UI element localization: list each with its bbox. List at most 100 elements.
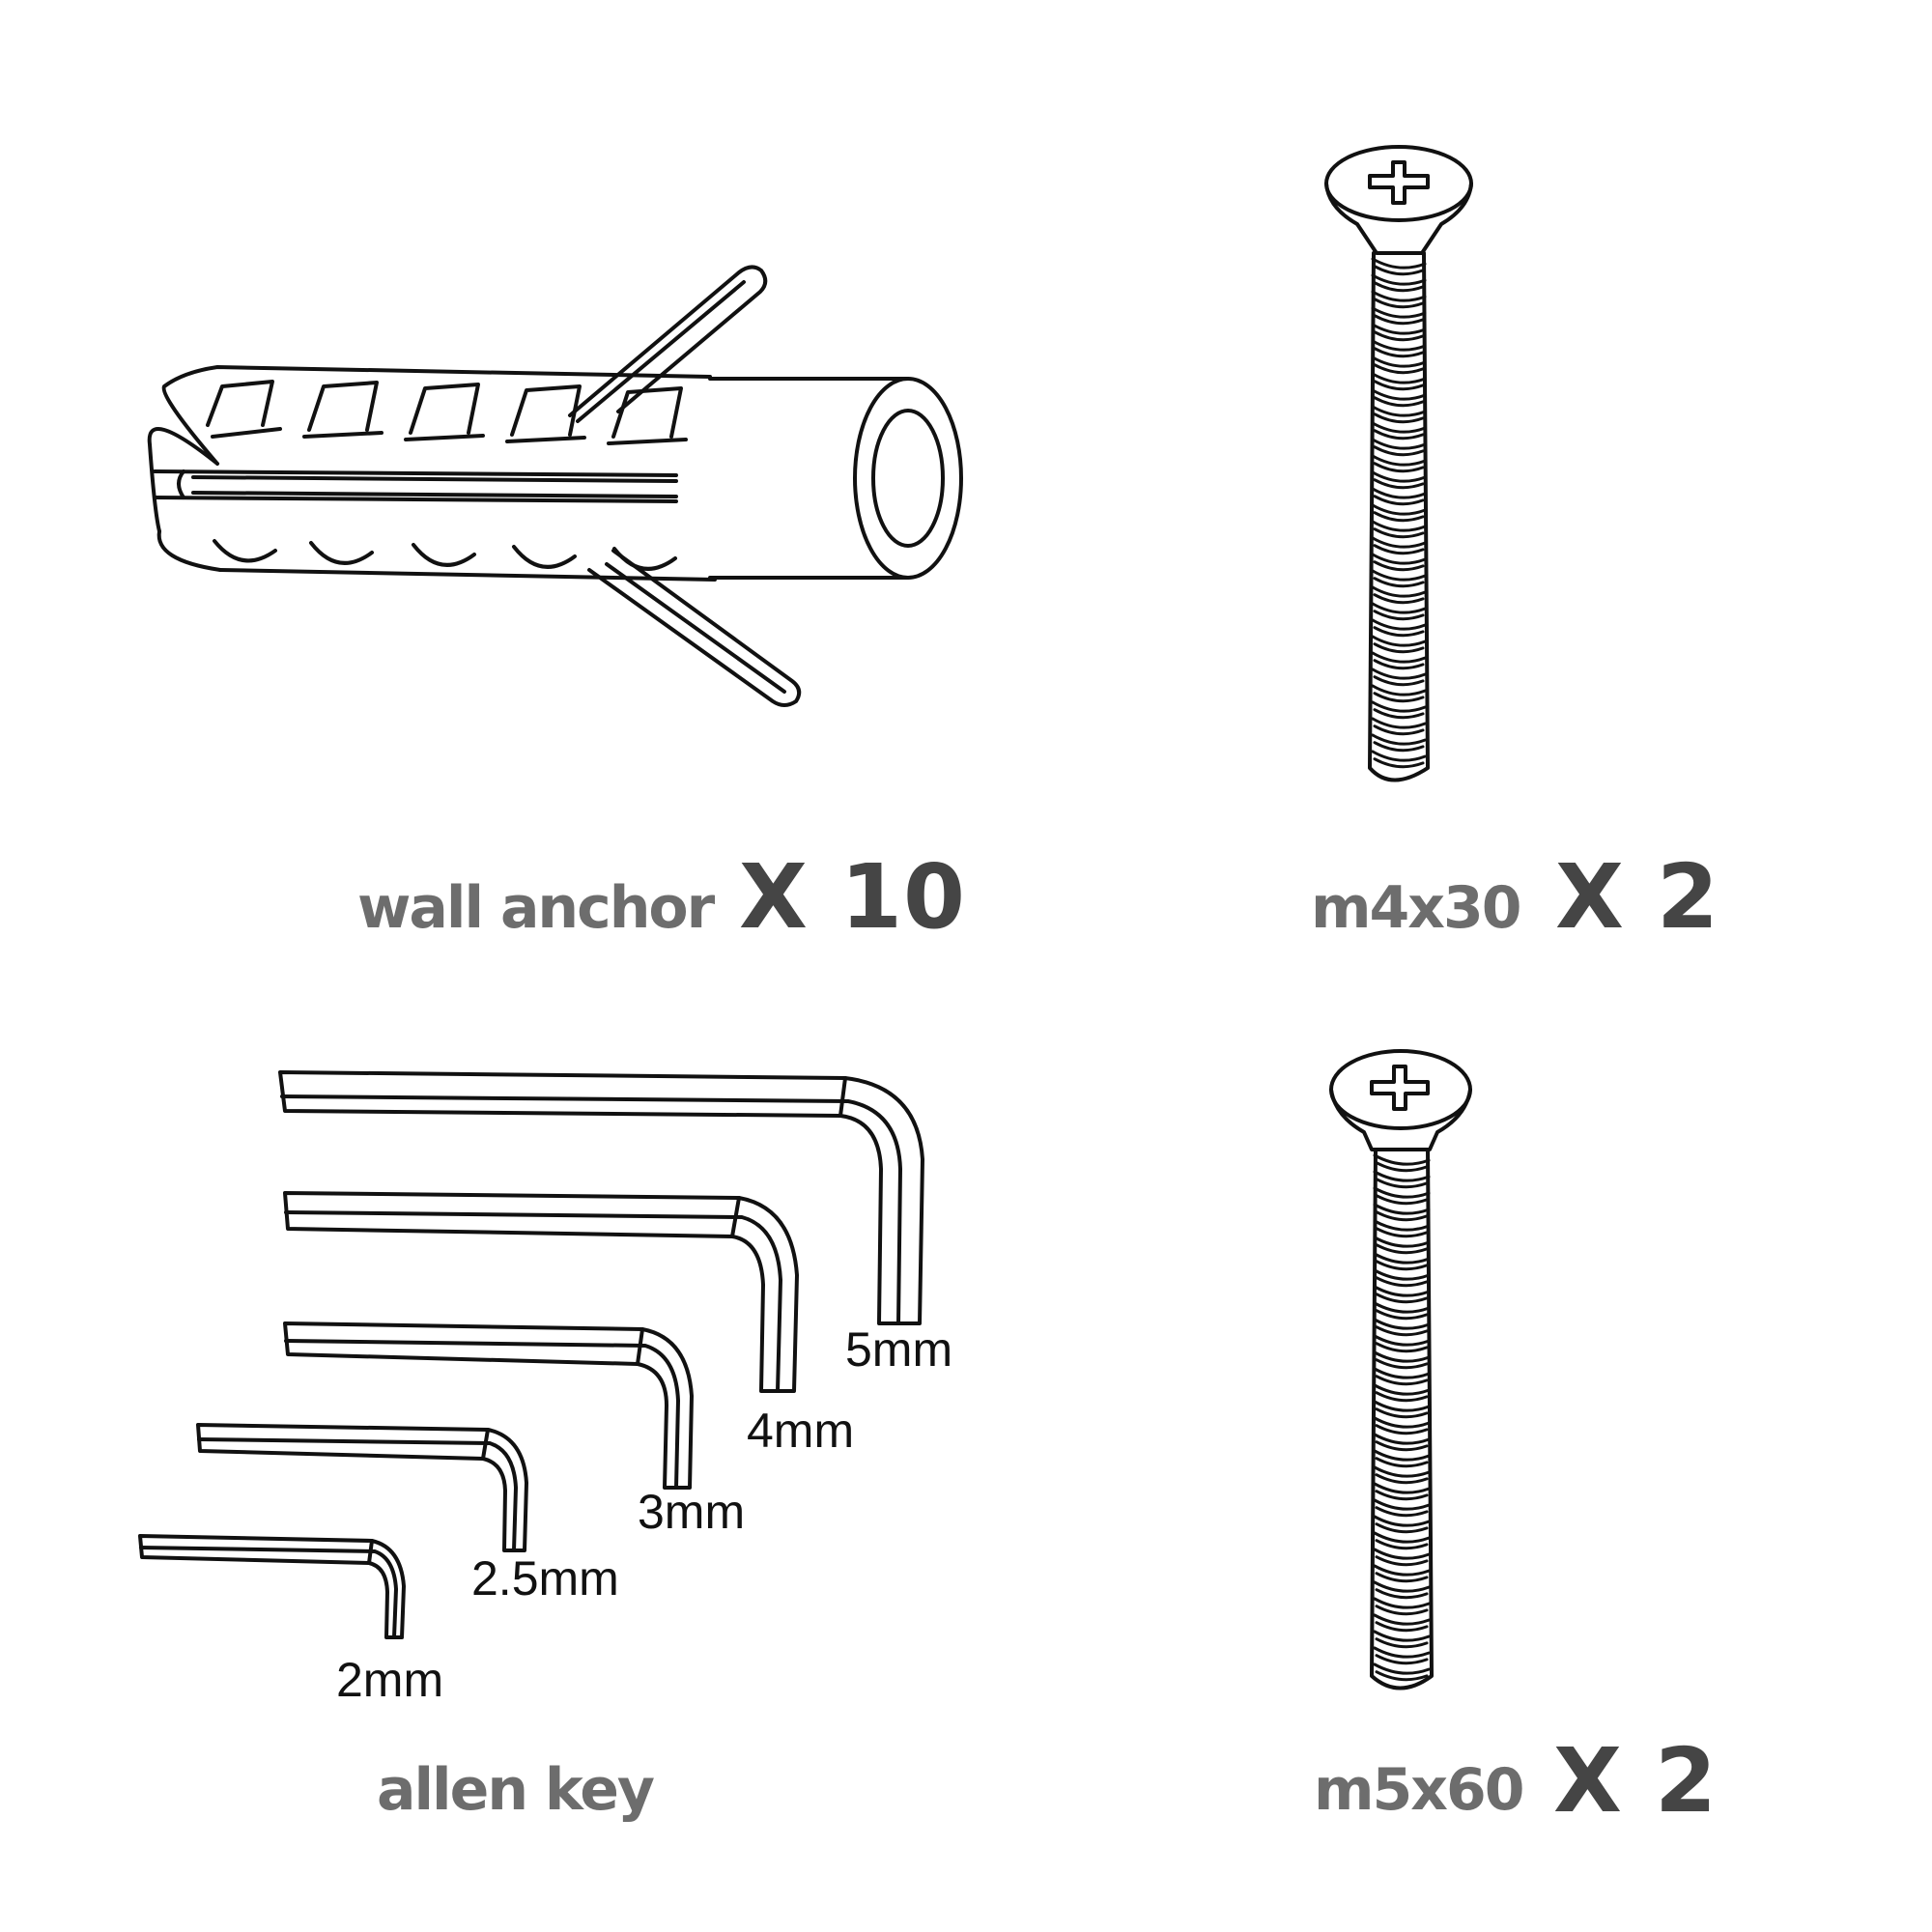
screw-thread (1371, 355, 1427, 368)
screw-m5x60-quantity: X 2 (1553, 1729, 1718, 1833)
screw-thread (1373, 363, 1425, 375)
wall-anchor-icon (147, 265, 963, 707)
screw-thread (1375, 1605, 1429, 1616)
screw-thread (1375, 1178, 1429, 1189)
screw-thread (1375, 1375, 1429, 1386)
screw-thread (1373, 544, 1425, 555)
screw-thread (1373, 1630, 1431, 1642)
screw-thread (1373, 724, 1425, 736)
allen-key-4mm-icon (283, 1191, 799, 1393)
screw-thread (1375, 1670, 1429, 1682)
screw-thread (1375, 1243, 1429, 1255)
screw-thread (1373, 330, 1425, 342)
screw-thread (1371, 306, 1427, 319)
screw-thread (1373, 1285, 1431, 1297)
allen-key-size-5mm: 5mm (845, 1322, 953, 1377)
screw-thread (1371, 700, 1427, 713)
screw-thread (1373, 626, 1425, 638)
screw-m5x60-icon (1329, 1049, 1472, 1690)
screw-thread (1373, 1416, 1431, 1429)
screw-thread (1373, 265, 1425, 276)
screw-thread (1375, 1309, 1429, 1321)
screw-m5x60-label: m5x60 (1314, 1756, 1524, 1824)
screw-thread (1373, 1252, 1431, 1264)
screw-thread (1373, 577, 1425, 588)
screw-thread (1373, 1383, 1431, 1396)
screw-thread (1373, 396, 1425, 408)
screw-thread (1371, 684, 1427, 696)
allen-key-2mm-icon (138, 1534, 406, 1639)
screw-thread (1371, 553, 1427, 565)
screw-thread (1373, 560, 1425, 572)
allen-key-5mm-icon (278, 1070, 924, 1325)
screw-thread (1371, 454, 1427, 467)
screw-thread (1373, 757, 1425, 769)
screw-thread (1371, 569, 1427, 582)
allen-key-label: allen key (377, 1756, 655, 1824)
screw-thread (1373, 1236, 1431, 1248)
screw-m5-head-top (1329, 1049, 1472, 1130)
screw-thread (1373, 708, 1425, 720)
screw-thread (1373, 1219, 1431, 1232)
screw-thread (1371, 421, 1427, 434)
screw-thread (1373, 1465, 1431, 1478)
screw-thread (1375, 1572, 1429, 1583)
screw-thread (1375, 1342, 1429, 1353)
anchor-upper-wing (568, 265, 768, 423)
screw-thread (1375, 1457, 1429, 1468)
screw-thread (1371, 602, 1427, 614)
screw-thread (1373, 412, 1425, 424)
screw-thread (1373, 1318, 1431, 1330)
screw-thread (1373, 593, 1425, 605)
allen-key-size-2mm: 2mm (336, 1653, 444, 1707)
screw-thread (1371, 323, 1427, 335)
allen-key-3mm-icon (283, 1321, 694, 1490)
screw-thread (1373, 1531, 1431, 1544)
screw-thread (1373, 478, 1425, 490)
screw-thread (1373, 659, 1425, 670)
screw-thread (1373, 1646, 1431, 1659)
screw-thread (1371, 470, 1427, 483)
screw-thread (1373, 1498, 1431, 1511)
screw-thread (1373, 298, 1425, 309)
screw-thread (1371, 750, 1427, 762)
screw-thread (1371, 388, 1427, 401)
screw-thread (1373, 1580, 1431, 1593)
screw-thread (1375, 1424, 1429, 1435)
screw-thread (1373, 1662, 1431, 1675)
screw-thread (1371, 487, 1427, 499)
screw-thread (1373, 1515, 1431, 1527)
screw-thread (1375, 1407, 1429, 1419)
screw-thread (1373, 692, 1425, 703)
anchor-lower-wing (587, 549, 802, 707)
screw-thread (1373, 1186, 1431, 1199)
screw-thread (1371, 405, 1427, 417)
screw-thread (1371, 438, 1427, 450)
screw-thread (1373, 527, 1425, 539)
screw-thread (1371, 536, 1427, 549)
allen-key-size-4mm: 4mm (747, 1404, 855, 1458)
screw-thread (1373, 1564, 1431, 1577)
screw-thread (1373, 1268, 1431, 1281)
screw-thread (1373, 1548, 1431, 1560)
screw-thread (1373, 1301, 1431, 1314)
screw-thread (1375, 1637, 1429, 1649)
screw-thread (1373, 511, 1425, 523)
screw-thread (1373, 314, 1425, 326)
screw-m4x30-label: m4x30 (1311, 874, 1521, 942)
screw-thread (1375, 1194, 1429, 1206)
screw-thread (1375, 1325, 1429, 1337)
wall-anchor-label: wall anchor (357, 874, 715, 942)
screw-thread (1373, 347, 1425, 358)
screw-thread (1375, 1210, 1429, 1222)
screw-thread (1373, 1449, 1431, 1462)
screw-thread (1375, 1621, 1429, 1633)
screw-thread (1373, 445, 1425, 457)
screw-thread (1373, 1613, 1431, 1626)
screw-thread (1371, 339, 1427, 352)
screw-thread (1373, 429, 1425, 440)
screw-thread (1375, 1522, 1429, 1534)
screw-thread (1375, 1490, 1429, 1501)
screw-thread (1373, 741, 1425, 753)
